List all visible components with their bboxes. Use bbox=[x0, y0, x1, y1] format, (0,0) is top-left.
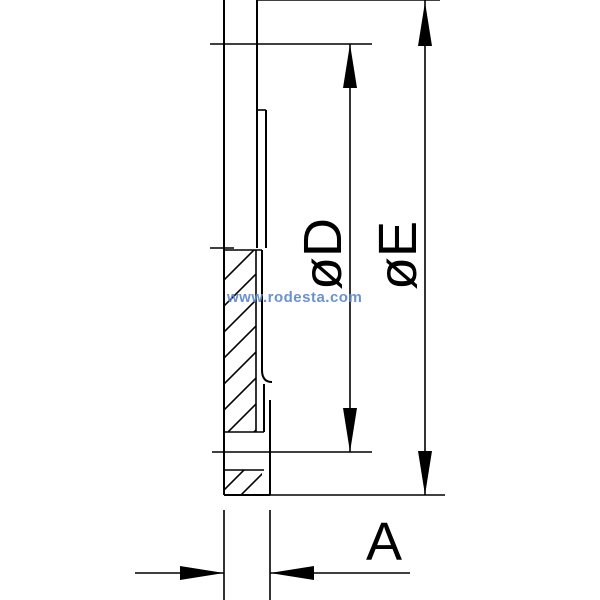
dimension-d bbox=[343, 44, 357, 452]
section-hatching-lower bbox=[224, 470, 262, 495]
extension-lines bbox=[210, 0, 445, 600]
dimension-a bbox=[135, 566, 410, 580]
inner-diameter-label: øD bbox=[293, 218, 353, 290]
dimension-e bbox=[418, 0, 432, 495]
section-hatching bbox=[224, 250, 256, 432]
thickness-label: A bbox=[366, 512, 402, 572]
watermark-text: www.rodesta.com bbox=[226, 289, 362, 306]
outer-diameter-label: øE bbox=[368, 221, 428, 290]
